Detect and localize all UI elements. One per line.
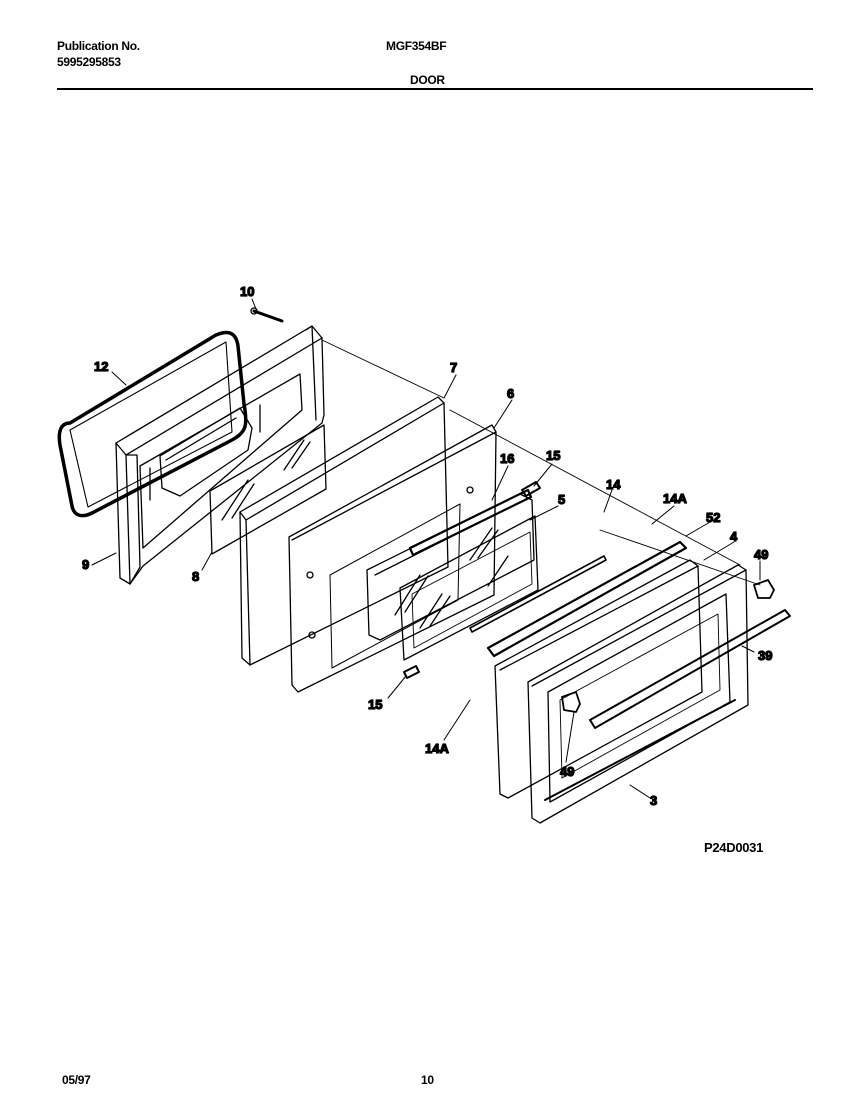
callout-5: 5	[558, 492, 565, 507]
callout-15-top: 15	[546, 448, 560, 463]
spacer-part-14A-front	[486, 540, 688, 658]
drawing-code: P24D0031	[704, 840, 764, 855]
publication-label: Publication No.	[57, 39, 140, 53]
section-title: DOOR	[410, 73, 445, 87]
outer-door-panel-part-3	[527, 564, 749, 824]
callout-4: 4	[730, 529, 738, 544]
callout-14A-rear: 14A	[663, 491, 687, 506]
callout-39: 39	[758, 648, 772, 663]
guide-lines	[321, 339, 761, 586]
spacer-part-14A-rear	[469, 555, 607, 633]
callout-3: 3	[650, 793, 657, 808]
inner-glass-part-8	[209, 424, 327, 555]
door-handle-part-39	[589, 609, 791, 729]
handle-cap-part-49-left	[561, 691, 581, 713]
callout-14: 14	[606, 477, 621, 492]
handle-cap-part-49-right	[753, 579, 775, 599]
header-rule	[57, 88, 813, 90]
callout-8: 8	[192, 569, 199, 584]
outer-glass-part-14	[399, 515, 539, 661]
callout-49-right: 49	[754, 547, 768, 562]
screw-part-10	[250, 307, 284, 323]
glass-clip-part-15-top	[521, 481, 541, 497]
outer-door-frame-part-4	[494, 559, 703, 799]
door-gasket-part-12	[57, 330, 248, 518]
callout-49-left: 49	[560, 764, 574, 779]
model-number: MGF354BF	[386, 39, 447, 53]
glass-retainer-part-16	[408, 488, 533, 557]
callout-9: 9	[82, 557, 89, 572]
callout-10: 10	[240, 284, 254, 299]
callout-16: 16	[500, 451, 514, 466]
callout-6: 6	[507, 386, 514, 401]
inner-door-liner-part-9	[115, 325, 325, 585]
callout-7: 7	[450, 360, 457, 375]
publication-number: 5995295853	[57, 55, 121, 69]
footer-date: 05/97	[62, 1073, 91, 1087]
leader-lines	[91, 298, 761, 799]
callout-52: 52	[706, 510, 720, 525]
callout-12: 12	[94, 359, 108, 374]
callout-15-bottom: 15	[368, 697, 382, 712]
page-number: 10	[421, 1073, 434, 1087]
callout-14A-front: 14A	[425, 741, 449, 756]
door-insulation-part-7	[239, 396, 449, 666]
center-glass-part-5	[366, 493, 535, 641]
